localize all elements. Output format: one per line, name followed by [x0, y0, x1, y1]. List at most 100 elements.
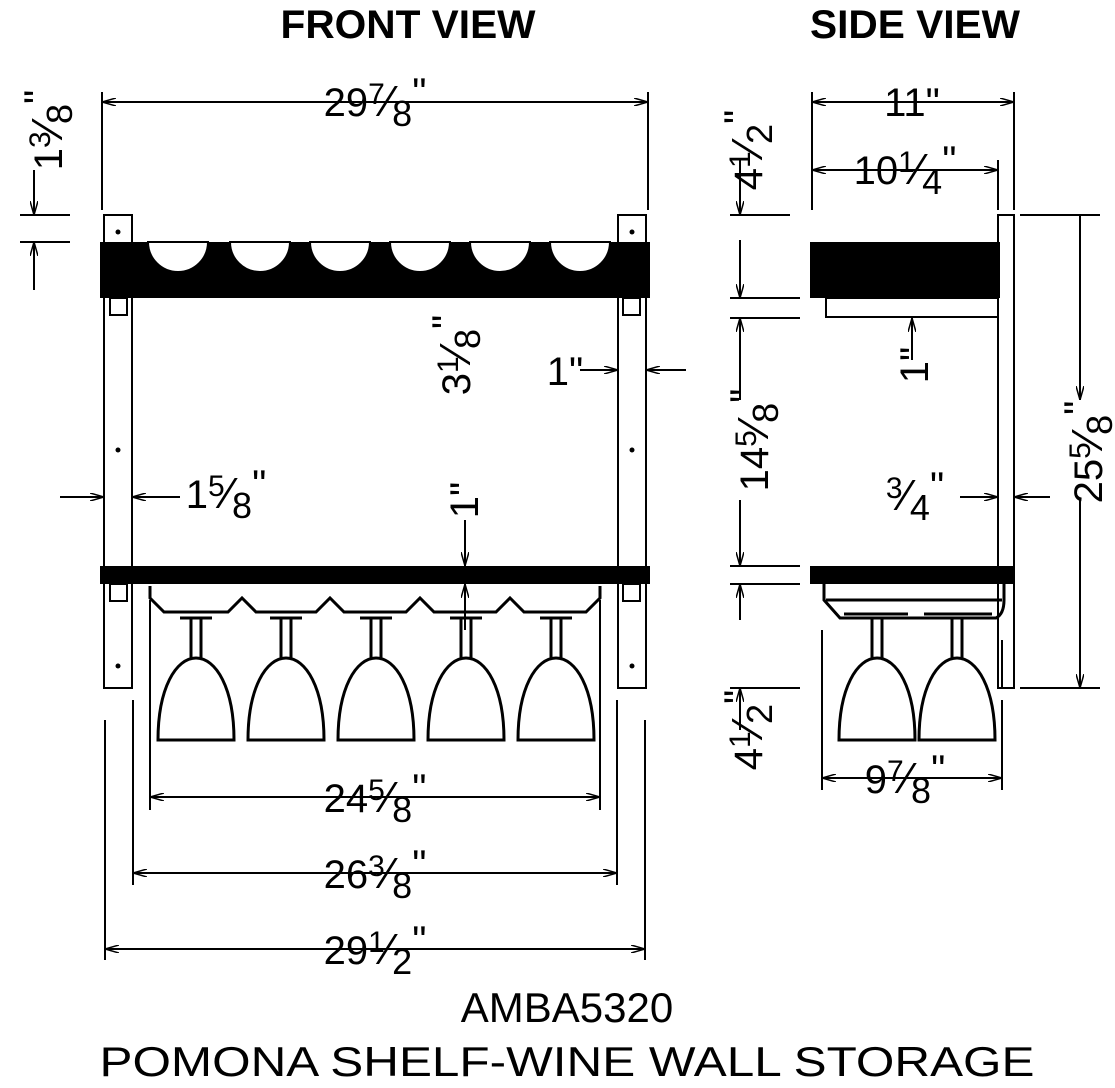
inch-mark: " [893, 347, 937, 361]
inch-mark: " [412, 919, 426, 963]
inch-mark: " [930, 465, 944, 509]
dimension-whole: 1 [547, 350, 569, 394]
inch-mark: " [931, 748, 945, 792]
side-view [810, 214, 1015, 742]
wine-glass [837, 616, 917, 742]
dimension-label-side-lip: 1" [893, 347, 937, 383]
inch-mark: " [412, 843, 426, 887]
dimension-numerator: 1 [724, 151, 757, 168]
side-top-shelf [810, 242, 1000, 298]
dimension-denominator: 8 [392, 789, 412, 830]
dimension-whole: 1 [186, 473, 208, 517]
glass-bowl [516, 656, 596, 742]
dimension-denominator: 2 [739, 704, 780, 724]
dimension-numerator: 5 [208, 470, 225, 503]
dimension-denominator: 8 [392, 865, 412, 906]
dimension-whole: 1 [893, 361, 937, 383]
bottle-cradle [146, 241, 210, 273]
dimension-denominator: 4 [910, 487, 930, 528]
wall-board [997, 214, 1015, 689]
dimension-label-front-inner-width: 263⁄8" [324, 843, 427, 906]
dimension-denominator: 8 [392, 93, 412, 134]
inch-mark: " [723, 389, 767, 403]
wine-glass [246, 616, 326, 742]
dimension-numerator: 3 [24, 131, 57, 148]
dimension-label-side-shelf-spacing: 145⁄8" [723, 389, 786, 492]
inch-mark: " [1057, 401, 1101, 415]
dimension-whole: 11 [884, 81, 926, 125]
dimension-whole: 26 [324, 853, 369, 897]
glass-stem [270, 616, 302, 658]
dimension-numerator: 5 [1064, 442, 1097, 459]
dimension-whole: 29 [324, 81, 369, 125]
wine-glass [336, 616, 416, 742]
glass-hanger-rail [148, 586, 602, 614]
inch-mark: " [926, 81, 940, 125]
inch-mark: " [252, 463, 266, 507]
bottle-cradle [468, 241, 532, 273]
dimension-numerator: 1 [898, 146, 915, 179]
dimension-whole: 4 [727, 168, 771, 190]
front-view [100, 214, 650, 742]
dimension-denominator: 2 [739, 124, 780, 144]
inch-mark: " [425, 315, 469, 329]
top-bottle-shelf [100, 241, 650, 298]
glass-stem [941, 616, 973, 658]
glass-bowl [246, 656, 326, 742]
wine-glass [516, 616, 596, 742]
dimension-whole: 29 [324, 929, 369, 973]
dimension-numerator: 5 [368, 774, 385, 807]
dimension-label-front-bottom-shelf: 1" [443, 482, 487, 518]
dimension-label-side-bottom-gap: 41⁄2" [717, 690, 780, 771]
dimension-numerator: 1 [724, 731, 757, 748]
dimension-label-front-base-width: 291⁄2" [324, 919, 427, 982]
bottle-cradle [388, 241, 452, 273]
glass-bowl [336, 656, 416, 742]
dimension-lines [20, 92, 1100, 960]
dimension-whole: 24 [324, 777, 369, 821]
dimension-whole: 3 [435, 373, 479, 395]
dimension-whole: 9 [865, 758, 887, 802]
dimension-label-front-post-inset: 15⁄8" [186, 463, 267, 526]
dimension-denominator: 4 [922, 161, 942, 202]
dimension-label-side-overall-depth: 11" [884, 81, 940, 125]
dimension-denominator: 8 [1079, 415, 1115, 435]
wine-glass [156, 616, 236, 742]
dimension-denominator: 2 [392, 941, 412, 982]
dimension-whole: 1 [27, 148, 71, 170]
dimension-label-front-top-offset: 13⁄8" [17, 90, 80, 171]
dimension-denominator: 8 [39, 104, 80, 124]
side-view-title: SIDE VIEW [810, 3, 1020, 47]
dimension-denominator: 8 [745, 403, 786, 423]
model-number: AMBA5320 [461, 984, 673, 1031]
dimension-label-side-top-gap: 41⁄2" [717, 110, 780, 191]
dimension-numerator: 1 [432, 356, 465, 373]
dimension-whole: 1 [443, 496, 487, 518]
inch-mark: " [569, 350, 583, 394]
front-view-title: FRONT VIEW [281, 3, 536, 47]
bottom-shelf [100, 566, 650, 584]
inch-mark: " [717, 690, 761, 704]
dimension-label-front-overall-width: 297⁄8" [324, 71, 427, 134]
side-bottom-shelf [810, 566, 1013, 584]
product-name: POMONA SHELF-WINE WALL STORAGE [100, 1038, 1035, 1085]
glass-stem [861, 616, 893, 658]
inch-mark: " [17, 90, 61, 104]
glass-bowl [917, 656, 997, 742]
left-post [103, 214, 133, 689]
wine-glass [426, 616, 506, 742]
dimension-numerator: 3 [368, 850, 385, 883]
inch-mark: " [717, 110, 761, 124]
wine-glass [917, 616, 997, 742]
dimension-denominator: 8 [232, 485, 252, 526]
dimension-numerator: 7 [368, 78, 385, 111]
glass-bowl [837, 656, 917, 742]
dimension-denominator: 8 [911, 770, 931, 811]
dimension-numerator: 7 [887, 755, 904, 788]
inch-mark: " [942, 139, 956, 183]
glass-stem [180, 616, 212, 658]
dimension-label-front-hanger-width: 245⁄8" [324, 767, 427, 830]
bottle-cradle [228, 241, 292, 273]
dimension-whole: 25 [1067, 459, 1111, 504]
